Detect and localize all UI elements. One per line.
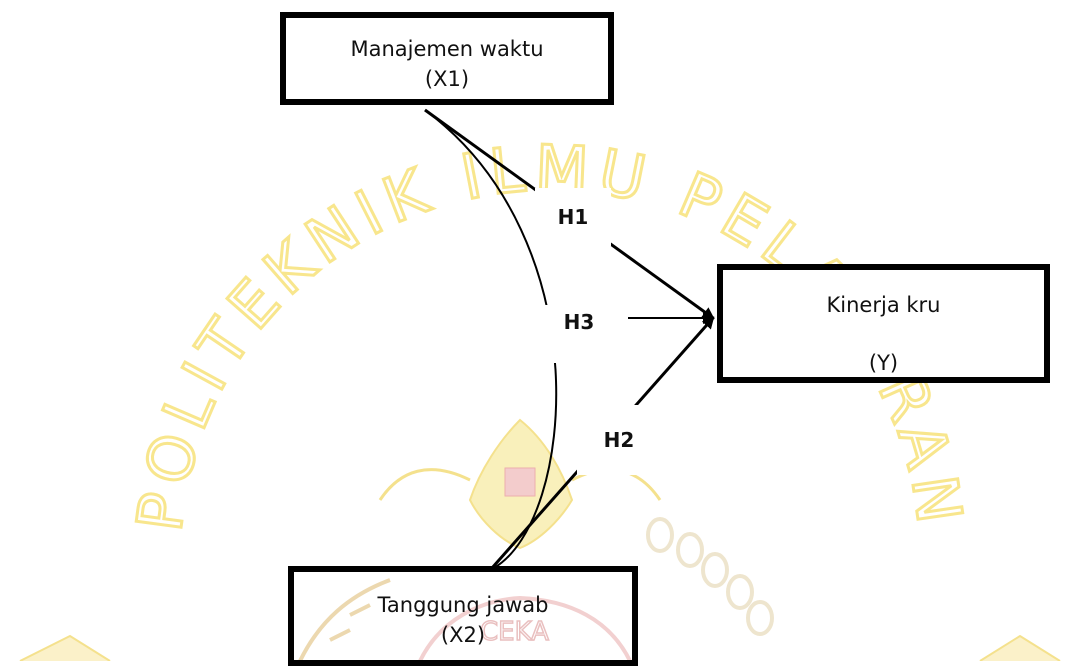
curve-x1-x2 — [424, 109, 558, 569]
bottom-ring — [418, 595, 632, 661]
node-x1-name: Manajemen waktu — [350, 37, 544, 61]
shield-emblem — [504, 467, 536, 497]
watermark-inner-text: CEKA — [480, 617, 549, 647]
label-h2: H2 — [577, 405, 661, 475]
node-manajemen-waktu: Manajemen waktu (X1) — [280, 12, 614, 105]
rice-stalk — [646, 517, 774, 636]
label-h1: H1 — [535, 188, 611, 246]
node-x2-code: (X2) — [440, 623, 486, 647]
label-h3: H3 — [530, 305, 628, 363]
node-kinerja-kru: Kinerja kru (Y) — [717, 264, 1050, 383]
node-y-code: (Y) — [868, 351, 899, 375]
laurel-left — [298, 578, 391, 661]
node-y-name: Kinerja kru — [826, 293, 941, 317]
node-x2-name: Tanggung jawab — [377, 593, 549, 617]
node-tanggung-jawab: Tanggung jawab (X2) — [288, 566, 638, 666]
node-x1-code: (X1) — [424, 67, 470, 91]
